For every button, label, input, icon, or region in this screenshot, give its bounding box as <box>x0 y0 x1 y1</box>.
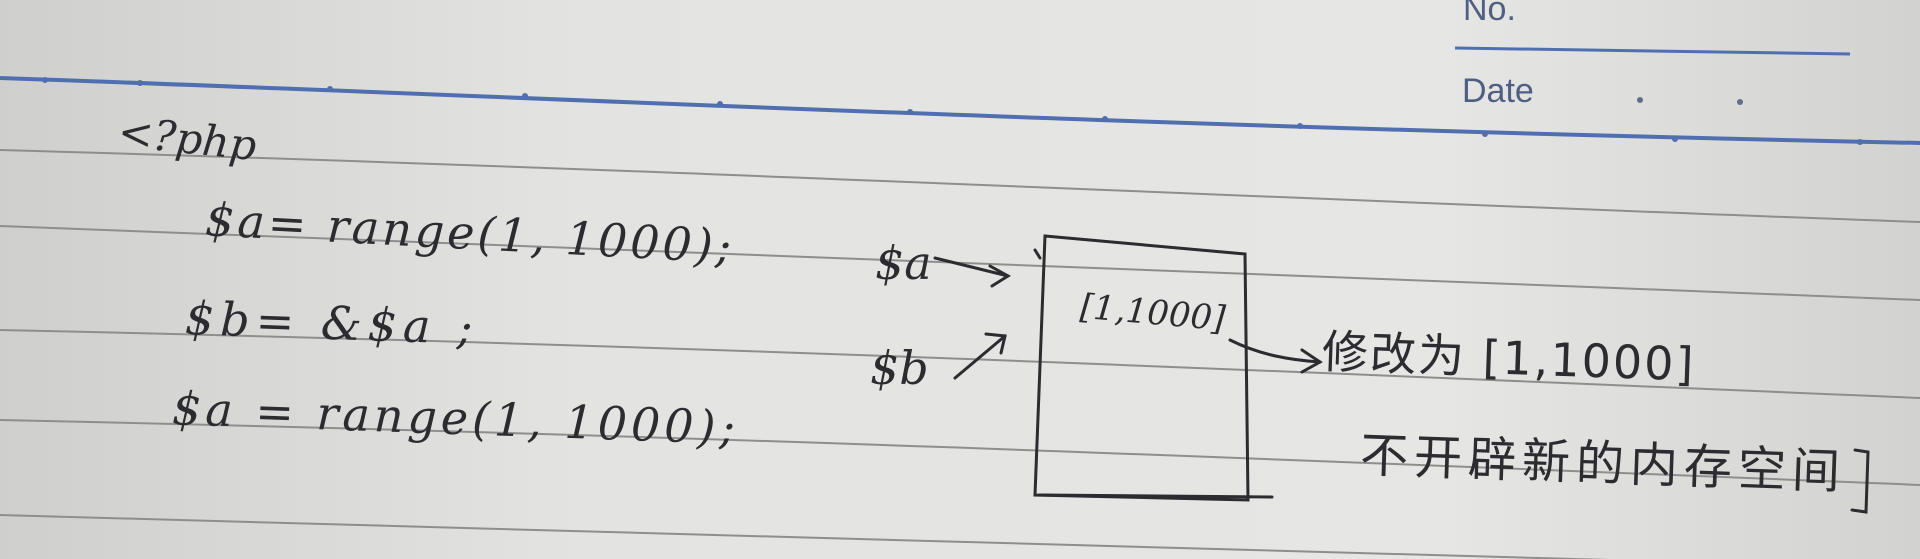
margin-rule-dots <box>42 77 1863 145</box>
date-label: Date <box>1462 72 1534 110</box>
arrow-b <box>953 334 1007 380</box>
memory-box <box>1033 234 1250 502</box>
var-b-label: $b <box>870 341 929 395</box>
no-underline <box>1454 46 1851 56</box>
arrow-a <box>933 256 1010 278</box>
no-label: No. <box>1463 0 1516 28</box>
var-a-label: $a <box>875 236 932 290</box>
top-margin-rule <box>0 76 1920 145</box>
arrow-note <box>1228 338 1322 364</box>
note-modified-to: 修改为 [1,1000] <box>1321 324 1697 392</box>
